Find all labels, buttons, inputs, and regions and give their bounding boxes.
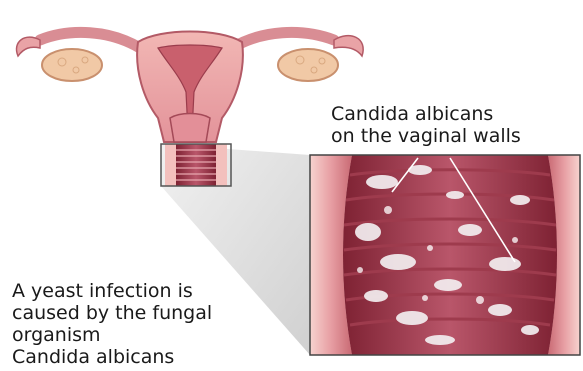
caption-line-3: organism [12, 324, 212, 346]
caption-line-1: A yeast infection is [12, 280, 212, 302]
caption-line-2: caused by the fungal [12, 302, 212, 324]
zoomed-vaginal-wall [310, 155, 580, 355]
caption: A yeast infection is caused by the funga… [12, 280, 212, 368]
callout-line-2: on the vaginal walls [331, 125, 521, 147]
callout-label: Candida albicans on the vaginal walls [331, 103, 521, 147]
cervix [170, 114, 210, 143]
left-ovary [42, 49, 102, 81]
vaginal-section-small [165, 144, 227, 186]
caption-line-4: Candida albicans [12, 346, 212, 368]
callout-line-1: Candida albicans [331, 103, 521, 125]
right-ovary [278, 49, 338, 81]
